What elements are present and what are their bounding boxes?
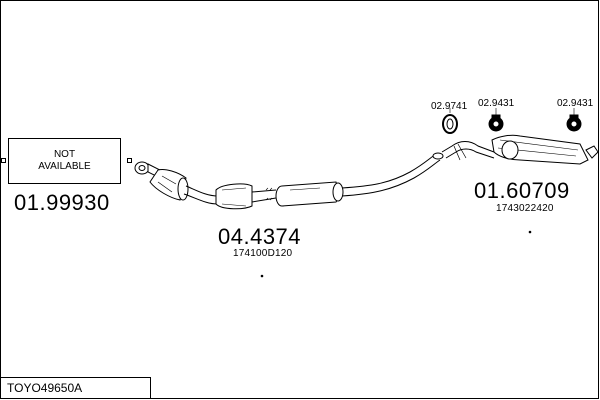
centre-muffler[interactable] bbox=[275, 153, 441, 207]
rubber-hanger-part[interactable] bbox=[566, 114, 582, 132]
mid-section-oem-number: 174100D120 bbox=[233, 248, 293, 259]
not-available-line1: NOT bbox=[53, 148, 76, 160]
rubber-hanger-part[interactable] bbox=[488, 114, 504, 132]
rubber-hanger-part-number[interactable]: 02.9431 bbox=[557, 98, 594, 109]
vehicle-code-box: TOYO49650A bbox=[0, 377, 151, 399]
rear-section-oem-number: 1743022420 bbox=[496, 203, 554, 214]
mid-section-part-number[interactable]: 04.4374 bbox=[218, 224, 302, 249]
rubber-hanger-part-number[interactable]: 02.9431 bbox=[478, 98, 515, 109]
vehicle-code: TOYO49650A bbox=[7, 381, 83, 395]
connector-square-right bbox=[127, 158, 132, 163]
rear-muffler-section[interactable] bbox=[432, 134, 599, 165]
front-catalyst-section[interactable] bbox=[134, 161, 189, 201]
mid-pipe-section[interactable] bbox=[183, 183, 277, 210]
not-available-box: NOT AVAILABLE bbox=[8, 138, 121, 184]
not-available-line2: AVAILABLE bbox=[38, 161, 91, 172]
marker-dot bbox=[260, 274, 264, 278]
leader-lines bbox=[449, 108, 575, 115]
marker-dot bbox=[528, 230, 532, 234]
connector-square-left bbox=[1, 158, 6, 163]
not-available-part-number[interactable]: 01.99930 bbox=[14, 190, 110, 215]
mounting-ring-part[interactable] bbox=[442, 114, 458, 134]
mounting-ring-part-number[interactable]: 02.9741 bbox=[431, 101, 468, 112]
rear-section-part-number[interactable]: 01.60709 bbox=[474, 178, 570, 203]
